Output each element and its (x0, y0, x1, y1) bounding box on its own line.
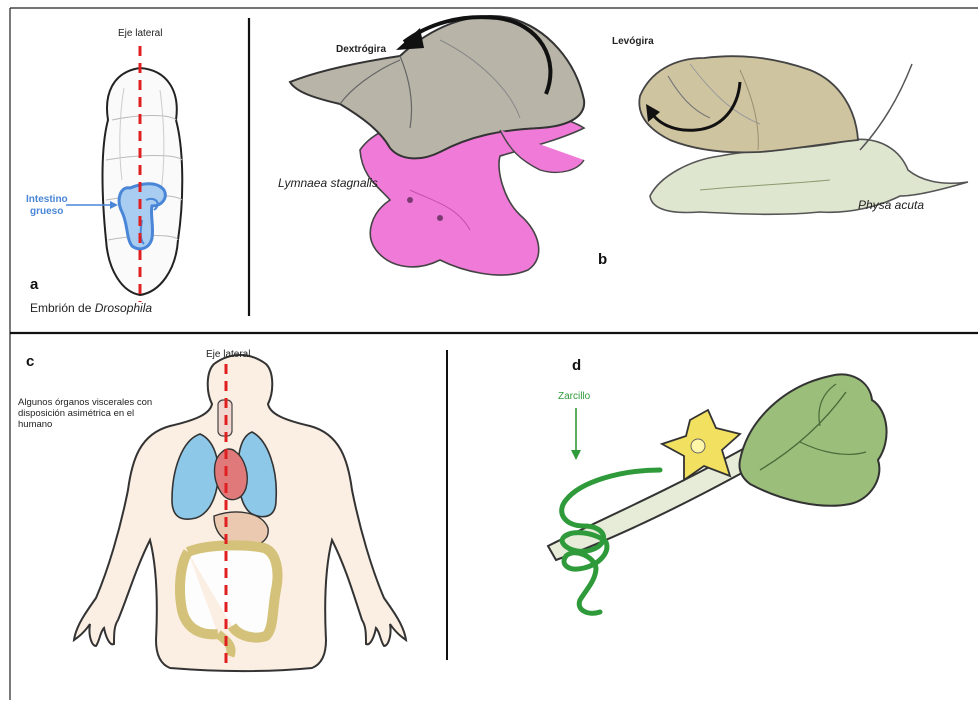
organ-pointer-arrow (66, 201, 118, 209)
panel-letter-d: d (572, 357, 581, 374)
flower-drawing (662, 410, 740, 480)
tendril-label: Zarcillo (558, 391, 591, 402)
caption-a-prefix: Embrión de (30, 301, 95, 315)
axis-label-a: Eje lateral (118, 28, 162, 39)
intestine-label-line2: grueso (30, 206, 63, 217)
caption-a: Embrión de Drosophila (30, 301, 152, 315)
leaf-drawing (739, 374, 886, 505)
description-line1: Algunos órganos viscerales con (18, 397, 152, 408)
panel-d: Zarcillo d (548, 357, 887, 613)
description-line2: disposición asimétrica en el (18, 408, 134, 419)
caption-a-species: Drosophila (95, 301, 153, 315)
dextral-label: Dextrógira (336, 44, 386, 55)
axis-label-c: Eje lateral (206, 349, 250, 360)
panel-b: Dextrógira Levógira Lymnaea stagnalis Ph… (278, 16, 968, 275)
lymnaea-species-label: Lymnaea stagnalis (278, 176, 378, 190)
description-line3: humano (18, 419, 52, 430)
panel-letter-a: a (30, 276, 39, 293)
physa-species-label: Physa acuta (858, 198, 924, 212)
panel-letter-b: b (598, 251, 607, 268)
physa-snail-drawing (639, 56, 968, 214)
panel-letter-c: c (26, 353, 34, 370)
lymnaea-snail-drawing (290, 16, 584, 275)
tendril-pointer-arrow (571, 408, 581, 460)
panel-c: Eje lateral c Algunos órganos viscerales… (18, 349, 406, 671)
sinistral-label: Levógira (612, 36, 654, 47)
panel-a: Eje lateral Intestino grueso a Embrión d… (26, 28, 182, 315)
intestine-label-line1: Intestino (26, 194, 68, 205)
drosophila-embryo-drawing (103, 68, 183, 295)
